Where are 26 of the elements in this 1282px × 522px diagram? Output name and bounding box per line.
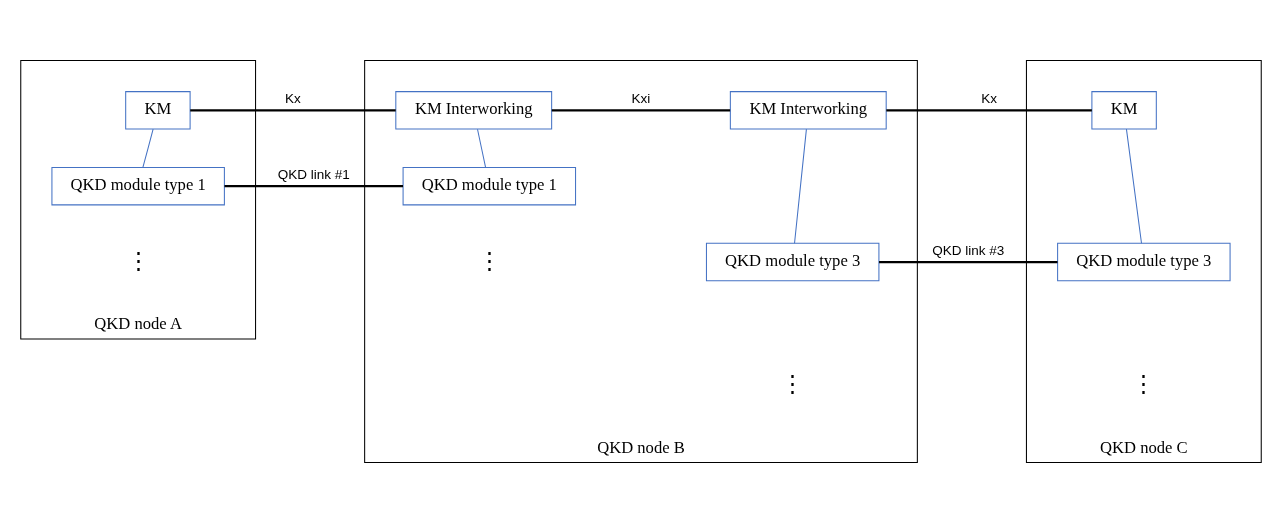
- edge-label: QKD link #3: [932, 242, 1005, 258]
- edge-label: Kxi: [631, 90, 651, 106]
- connector: [142, 128, 154, 168]
- node-box: KM: [125, 90, 191, 130]
- label: ⋮: [1132, 370, 1156, 396]
- node-box: QKD module type 3: [705, 242, 880, 281]
- connector: [794, 128, 807, 244]
- edge-label: QKD link #1: [277, 166, 350, 182]
- edge-label: Kx: [285, 90, 301, 106]
- connector: [224, 184, 403, 187]
- node-box: KM: [1091, 90, 1157, 130]
- node-box: QKD module type 3: [1057, 242, 1231, 281]
- connector: [477, 128, 487, 168]
- connector: [551, 108, 731, 111]
- node-box: QKD module type 1: [51, 166, 225, 205]
- node-box: KM Interworking: [729, 90, 887, 130]
- connector: [1125, 128, 1142, 244]
- connector: [190, 108, 396, 111]
- edge-label: Kx: [981, 90, 997, 106]
- label: ⋮: [781, 370, 805, 396]
- connector: [886, 108, 1092, 111]
- label: ⋮: [126, 247, 150, 273]
- node-box: KM Interworking: [395, 90, 553, 130]
- connector: [879, 260, 1058, 263]
- label: ⋮: [477, 247, 501, 273]
- node-box: QKD module type 1: [402, 166, 577, 205]
